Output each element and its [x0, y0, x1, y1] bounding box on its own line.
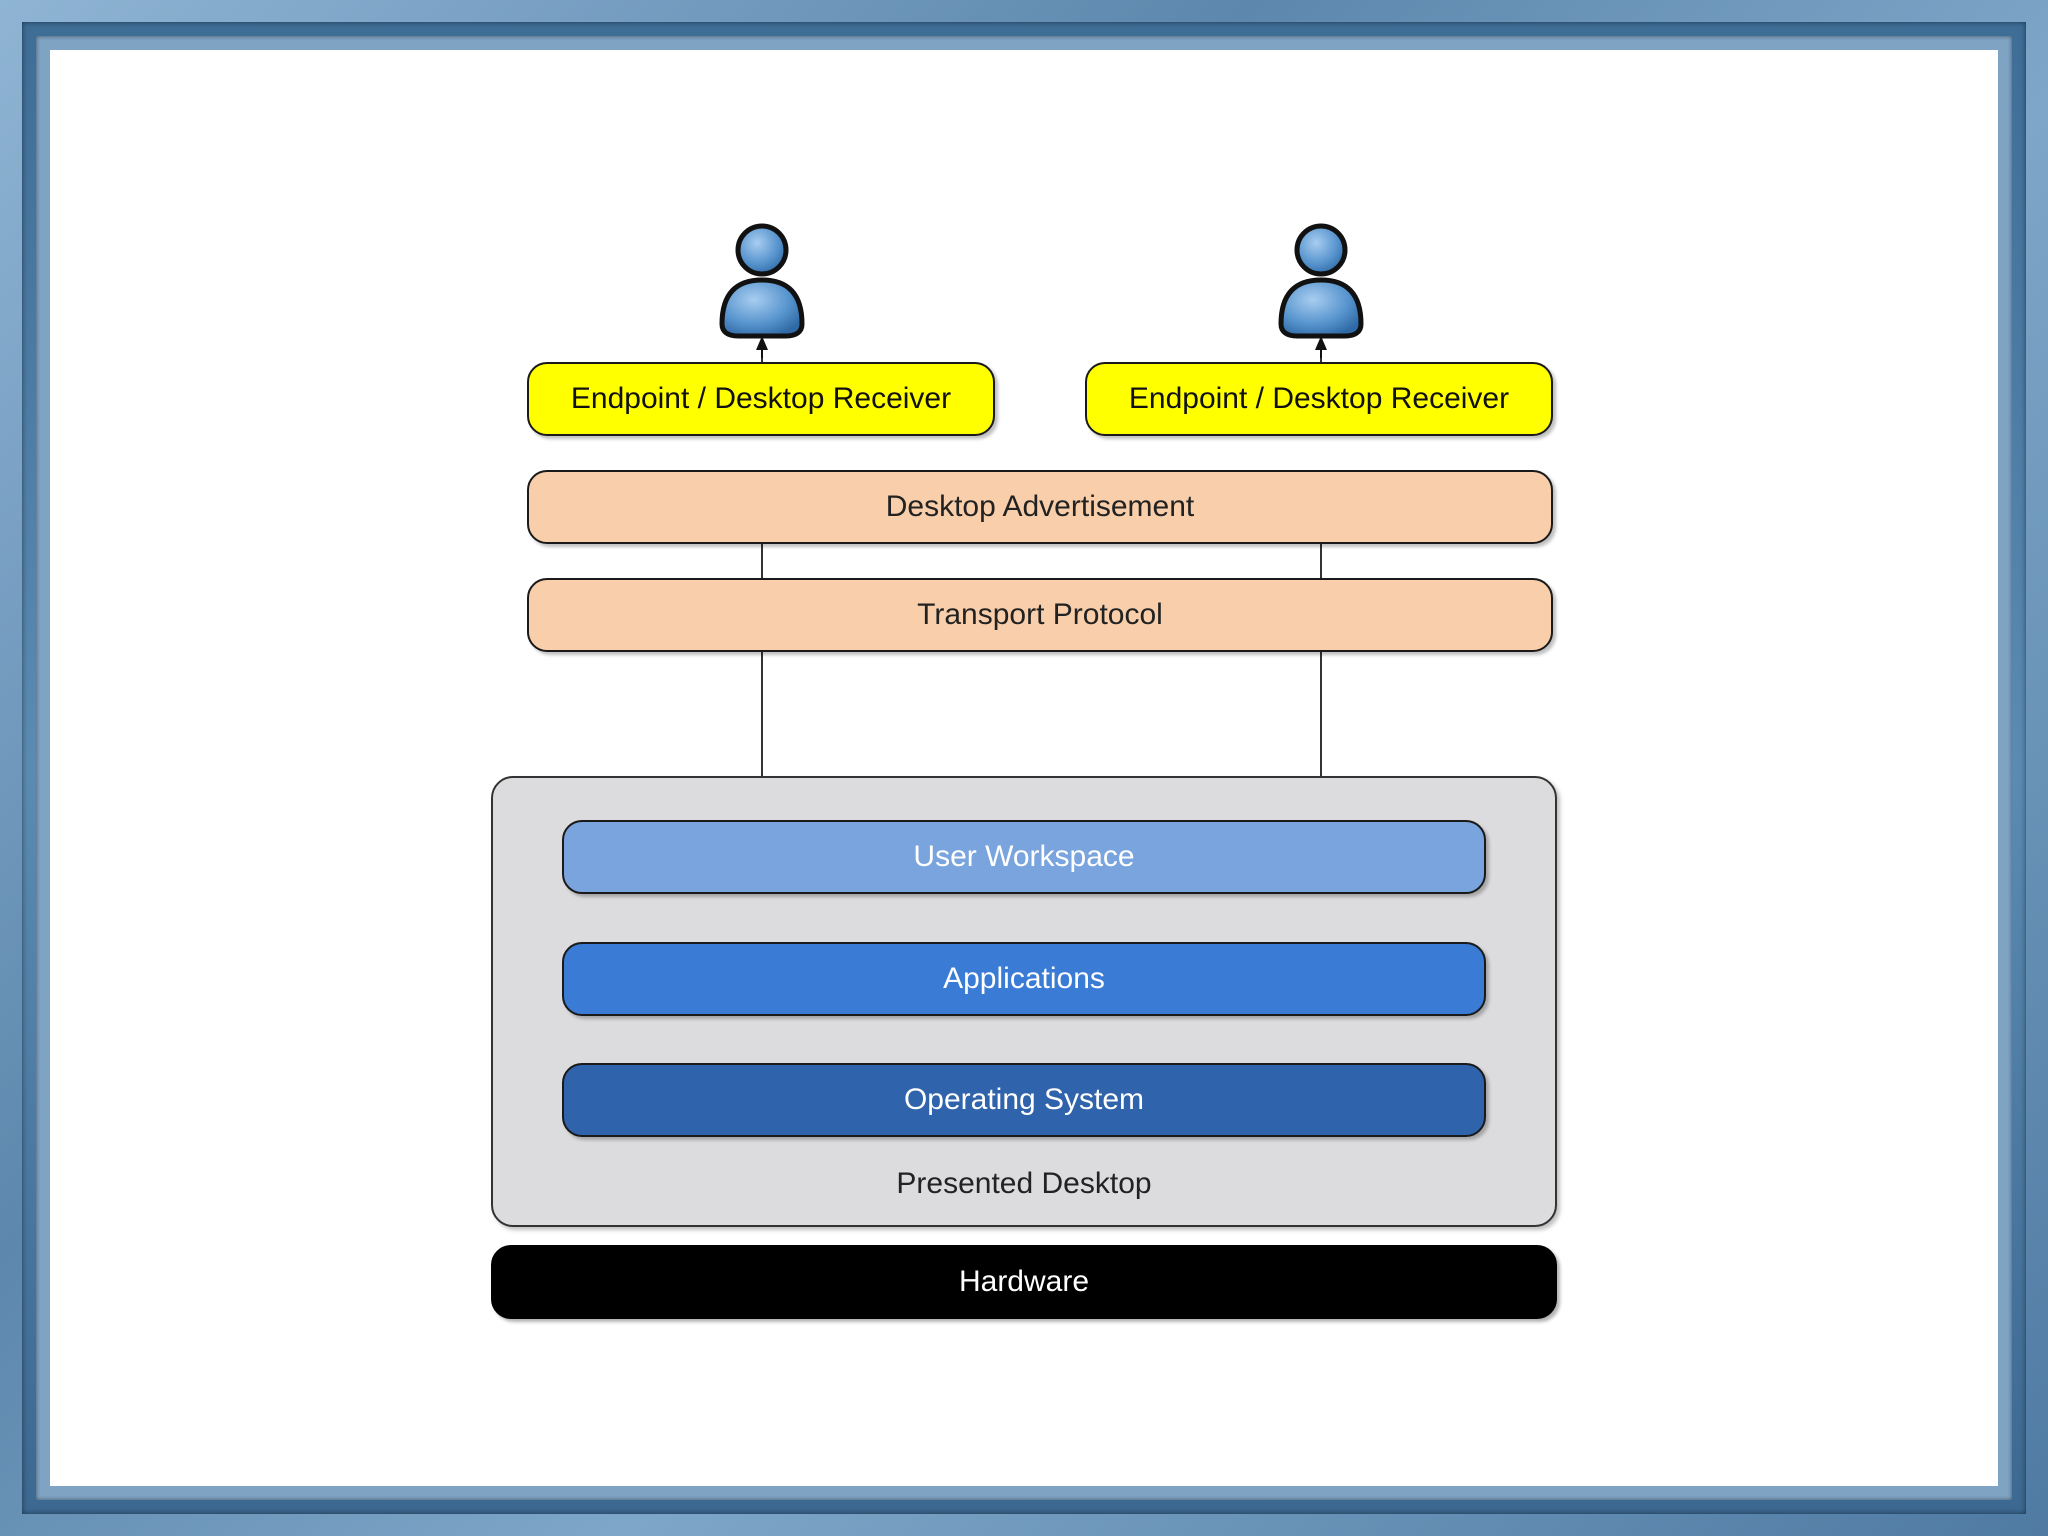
endpoint-receiver-label: Endpoint / Desktop Receiver [1128, 382, 1510, 415]
applications-label: Applications [943, 962, 1105, 995]
endpoint-receiver-label: Endpoint / Desktop Receiver [570, 382, 952, 415]
presented-desktop-label: Presented Desktop [896, 1167, 1152, 1200]
connector-right-desktop [1320, 650, 1322, 777]
transport-protocol-label: Transport Protocol [917, 598, 1163, 631]
applications-layer: Applications [562, 942, 1486, 1016]
operating-system-label: Operating System [903, 1083, 1145, 1116]
desktop-advertisement-band: Desktop Advertisement [527, 470, 1553, 544]
connector-left-band [761, 540, 763, 580]
hardware-layer: Hardware [491, 1245, 1557, 1319]
connector-right-band [1320, 540, 1322, 580]
operating-system-layer: Operating System [562, 1063, 1486, 1137]
user-workspace-label: User Workspace [913, 840, 1135, 873]
user-icon [719, 223, 805, 358]
connector-left-desktop [761, 650, 763, 777]
endpoint-receiver-left: Endpoint / Desktop Receiver [527, 362, 995, 436]
user-icon [1278, 223, 1364, 358]
endpoint-receiver-right: Endpoint / Desktop Receiver [1085, 362, 1553, 436]
desktop-advertisement-label: Desktop Advertisement [885, 490, 1195, 523]
user-workspace-layer: User Workspace [562, 820, 1486, 894]
hardware-label: Hardware [958, 1265, 1090, 1298]
transport-protocol-band: Transport Protocol [527, 578, 1553, 652]
